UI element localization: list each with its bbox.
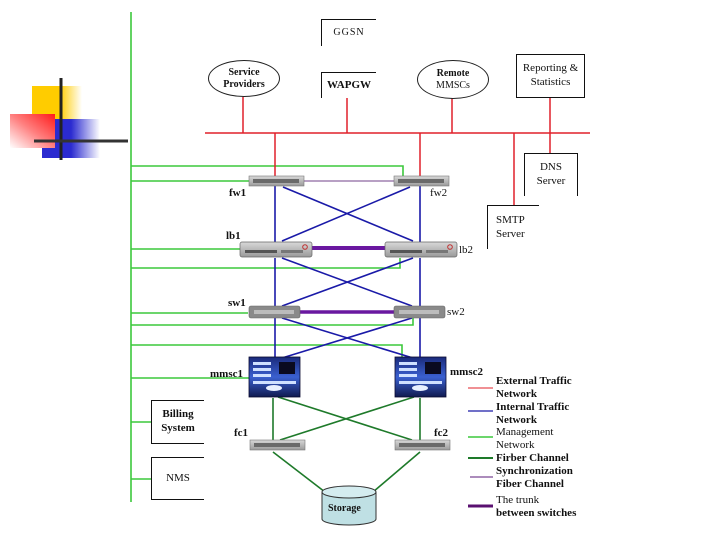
lb2-device[interactable] (384, 241, 458, 258)
int-fw2-lb1 (281, 186, 411, 242)
mgmt-link-sw2 (131, 316, 414, 326)
fc1-label: fc1 (234, 427, 249, 439)
legend-swatches (468, 387, 493, 508)
smtp-label-1: SMTP (496, 213, 525, 226)
ggsn-label: GGSN (333, 26, 365, 38)
fc-fc1-storage (272, 451, 326, 493)
fiber-channel (272, 396, 421, 493)
service-providers-label-2: Providers (223, 78, 265, 90)
mmsc2-label: mmsc2 (450, 366, 483, 378)
decorative-squares-logo (10, 78, 128, 160)
fw2-device[interactable] (393, 175, 450, 187)
mgmt-link-fw2 (131, 165, 404, 180)
fw1-label: fw1 (229, 187, 247, 199)
service-providers-label-1: Service (228, 67, 260, 78)
reporting-statistics-box[interactable]: Reporting &Statistics (516, 54, 585, 98)
nms-box[interactable]: NMS (151, 457, 204, 500)
fc2-device[interactable] (394, 439, 451, 451)
mmsc1-label: mmsc1 (210, 368, 243, 380)
management-network (130, 12, 414, 502)
int-sw2-mmsc1 (281, 317, 413, 359)
lb1-label: lb1 (226, 230, 241, 242)
dns-label-1: DNS (539, 161, 562, 174)
fw2-label: fw2 (430, 187, 448, 199)
reporting-label-1: Reporting & (522, 62, 579, 75)
wapgw-label: WAPGW (327, 78, 371, 91)
red-square (10, 114, 55, 148)
sw1-label: sw1 (228, 297, 246, 309)
legend-item-fiber: Firber Channel (496, 452, 569, 464)
storage-label: Storage (328, 503, 361, 514)
ggsn-box[interactable]: GGSN (321, 19, 376, 46)
nms-label: NMS (166, 471, 190, 484)
wapgw-box[interactable]: WAPGW (321, 72, 376, 98)
billing-label-2: System (161, 422, 195, 434)
external-network (205, 95, 590, 205)
remote-mmscs-label-1: Remote (436, 68, 470, 79)
lb2-label: lb2 (459, 244, 474, 256)
mmsc1-server[interactable] (248, 356, 301, 398)
storage-cylinder[interactable] (321, 485, 377, 526)
sw2-label: sw2 (447, 306, 465, 318)
fc-fc2-storage (372, 451, 421, 493)
lb1-device[interactable] (239, 241, 313, 258)
fc1-device[interactable] (249, 439, 306, 451)
reporting-label-2: Statistics (530, 76, 571, 88)
fw1-device[interactable] (248, 175, 305, 187)
internal-network (274, 186, 421, 359)
fc2-label: fc2 (434, 427, 449, 439)
remote-mmscs-label-2: MMSCs (436, 79, 470, 91)
int-lb2-sw1 (281, 257, 414, 307)
fc-mmsc2-fc1 (279, 396, 415, 441)
mgmt-link-lb2 (131, 258, 401, 269)
smtp-label-2: Server (496, 227, 525, 240)
mmsc2-server[interactable] (394, 356, 447, 398)
billing-label-1: Billing (162, 408, 194, 421)
dns-label-2: Server (536, 175, 566, 187)
sw1-device[interactable] (248, 305, 301, 319)
sw2-device[interactable] (393, 305, 446, 319)
